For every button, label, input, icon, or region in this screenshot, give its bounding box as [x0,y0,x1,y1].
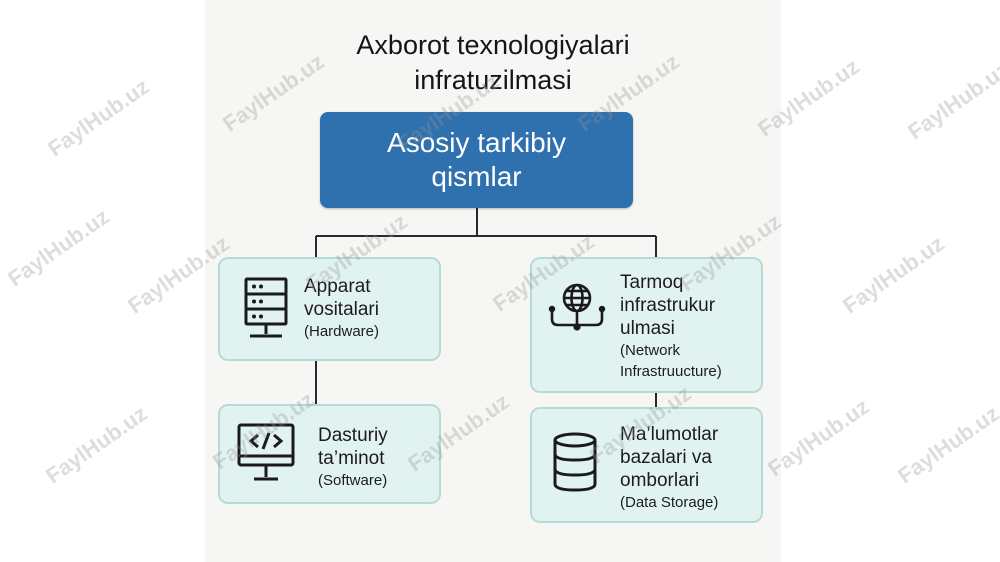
software-label-line-1: Dasturiy [318,425,388,446]
code-monitor-icon [237,423,295,481]
network-label: Tarmoq infrastrukur ulmasi (Network Infr… [620,271,722,382]
root-line-2: qismlar [431,161,522,192]
storage-label-english: (Data Storage) [620,494,719,511]
node-hardware: Apparat vositalari (Hardware) [218,257,441,361]
node-software: Dasturiy ta’minot (Software) [218,404,441,504]
hardware-label-line-2: vositalari [304,299,379,320]
diagram-title: Axborot texnologiyalari infratuzilmasi [205,28,781,98]
storage-label: Ma’lumotlar bazalari va omborlari (Data … [620,423,718,513]
node-storage: Ma’lumotlar bazalari va omborlari (Data … [530,407,763,523]
root-node: Asosiy tarkibiy qismlar [320,112,633,208]
network-label-english-2: Infrastruucture) [620,363,722,380]
hardware-label-english: (Hardware) [304,323,380,340]
hardware-label-line-1: Apparat [304,276,371,297]
network-label-english-1: (Network [620,342,681,359]
hardware-label: Apparat vositalari (Hardware) [304,275,379,342]
software-label: Dasturiy ta’minot (Software) [318,424,388,491]
node-network: Tarmoq infrastrukur ulmasi (Network Infr… [530,257,763,393]
software-label-line-2: ta’minot [318,448,385,469]
network-globe-icon [548,283,606,331]
storage-label-line-2: bazalari va [620,447,712,468]
title-line-2: infratuzilmasi [414,65,572,95]
title-line-1: Axborot texnologiyalari [356,30,630,60]
network-label-line-1: Tarmoq [620,272,684,293]
storage-label-line-3: omborlari [620,470,700,491]
server-icon [244,277,288,338]
network-label-line-2: infrastrukur [620,295,716,316]
root-line-1: Asosiy tarkibiy [387,127,566,158]
software-label-english: (Software) [318,472,388,489]
storage-label-line-1: Ma’lumotlar [620,424,719,445]
database-icon [553,432,597,492]
network-label-line-3: ulmasi [620,318,675,339]
